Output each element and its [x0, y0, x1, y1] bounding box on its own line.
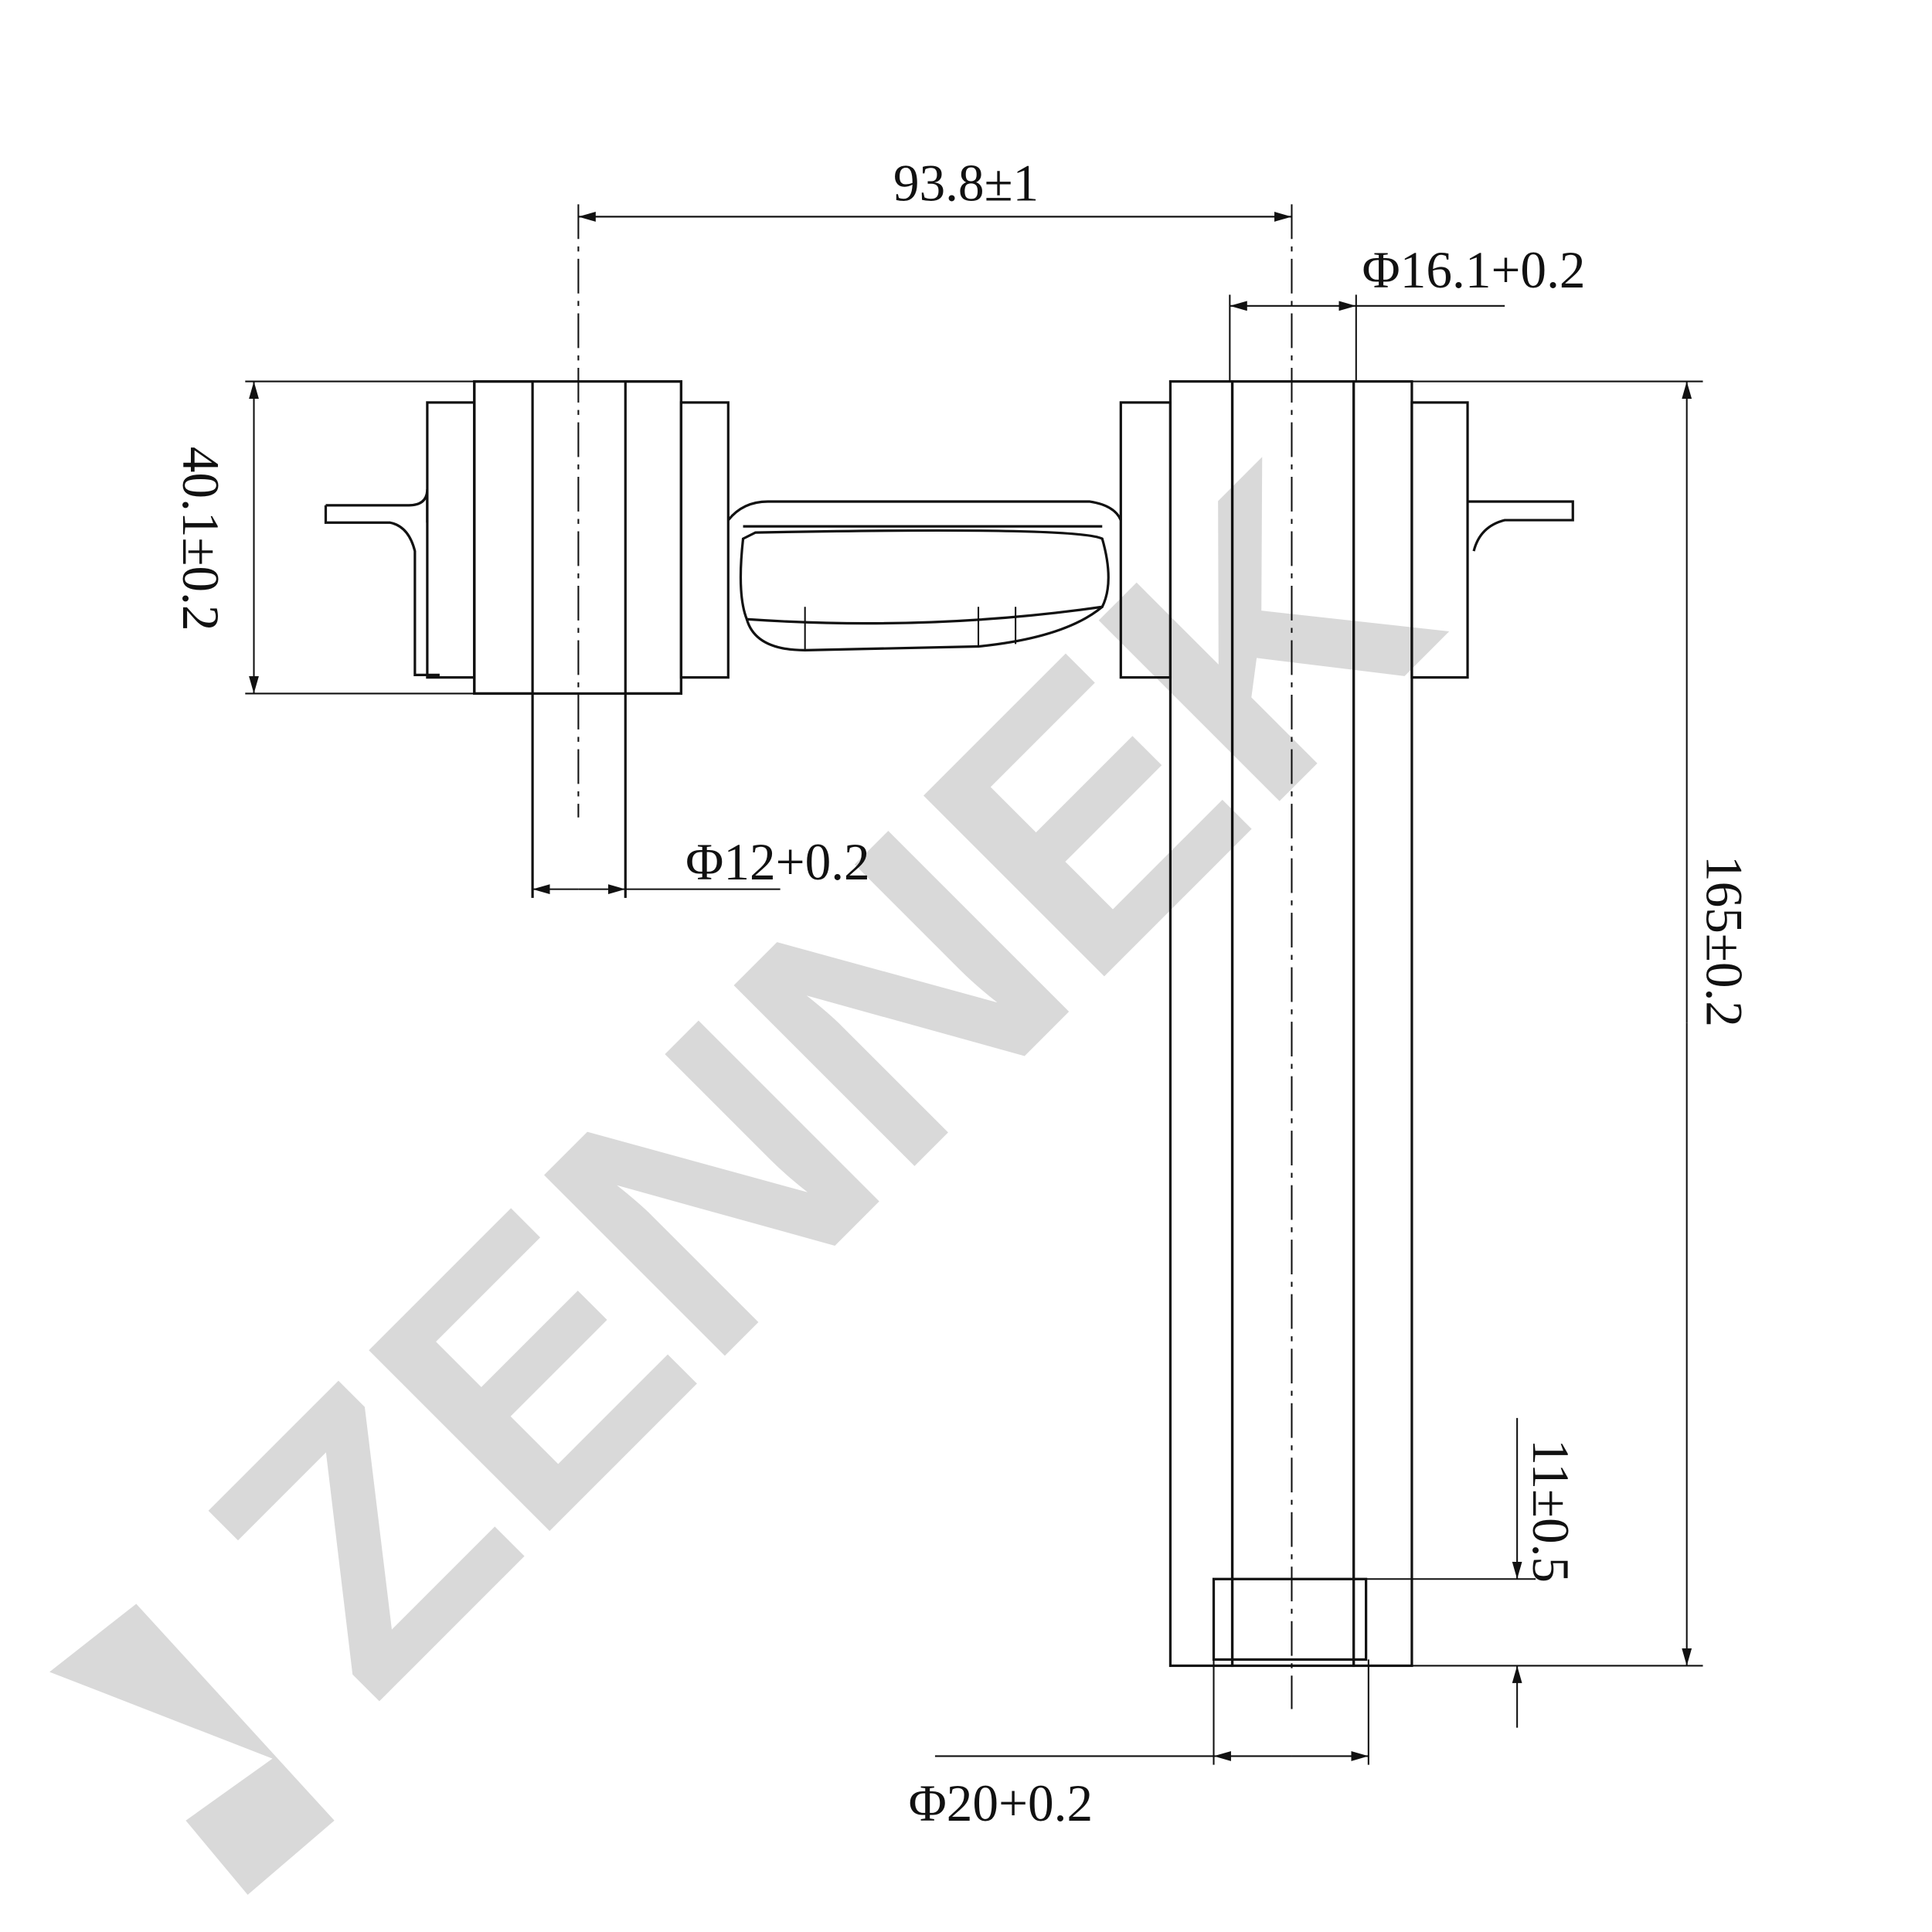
dim-label-bushing-width: 40.1±0.2: [172, 447, 230, 631]
right-tube: [1119, 204, 1574, 1709]
left-bushing: [324, 204, 730, 898]
connecting-arm: [727, 500, 1122, 651]
dim-label-center-distance: 93.8±1: [893, 155, 1039, 213]
dim-left-bore: Φ12+0.2: [532, 833, 870, 895]
dim-label-overall-length: 165±0.2: [1695, 855, 1753, 1027]
dim-overall-length: 165±0.2: [1366, 380, 1753, 1667]
dim-upper-bore: Φ16.1+0.2: [1229, 241, 1586, 382]
watermark-logo: ZENNEK: [49, 391, 1508, 1895]
watermark-text: ZENNEK: [134, 391, 1507, 1764]
dim-bushing-width: 40.1±0.2: [172, 380, 474, 695]
dim-center-distance: 93.8±1: [578, 155, 1292, 222]
dim-label-left-bore: Φ12+0.2: [685, 833, 870, 891]
dim-plug-depth: 11±0.5: [1366, 1417, 1580, 1728]
dim-label-lower-bore: Φ20+0.2: [909, 1774, 1094, 1832]
dim-label-plug-depth: 11±0.5: [1522, 1439, 1580, 1583]
dim-lower-bore: Φ20+0.2: [909, 1659, 1369, 1832]
dim-label-upper-bore: Φ16.1+0.2: [1362, 241, 1586, 299]
watermark-chevron: [49, 1604, 335, 1895]
